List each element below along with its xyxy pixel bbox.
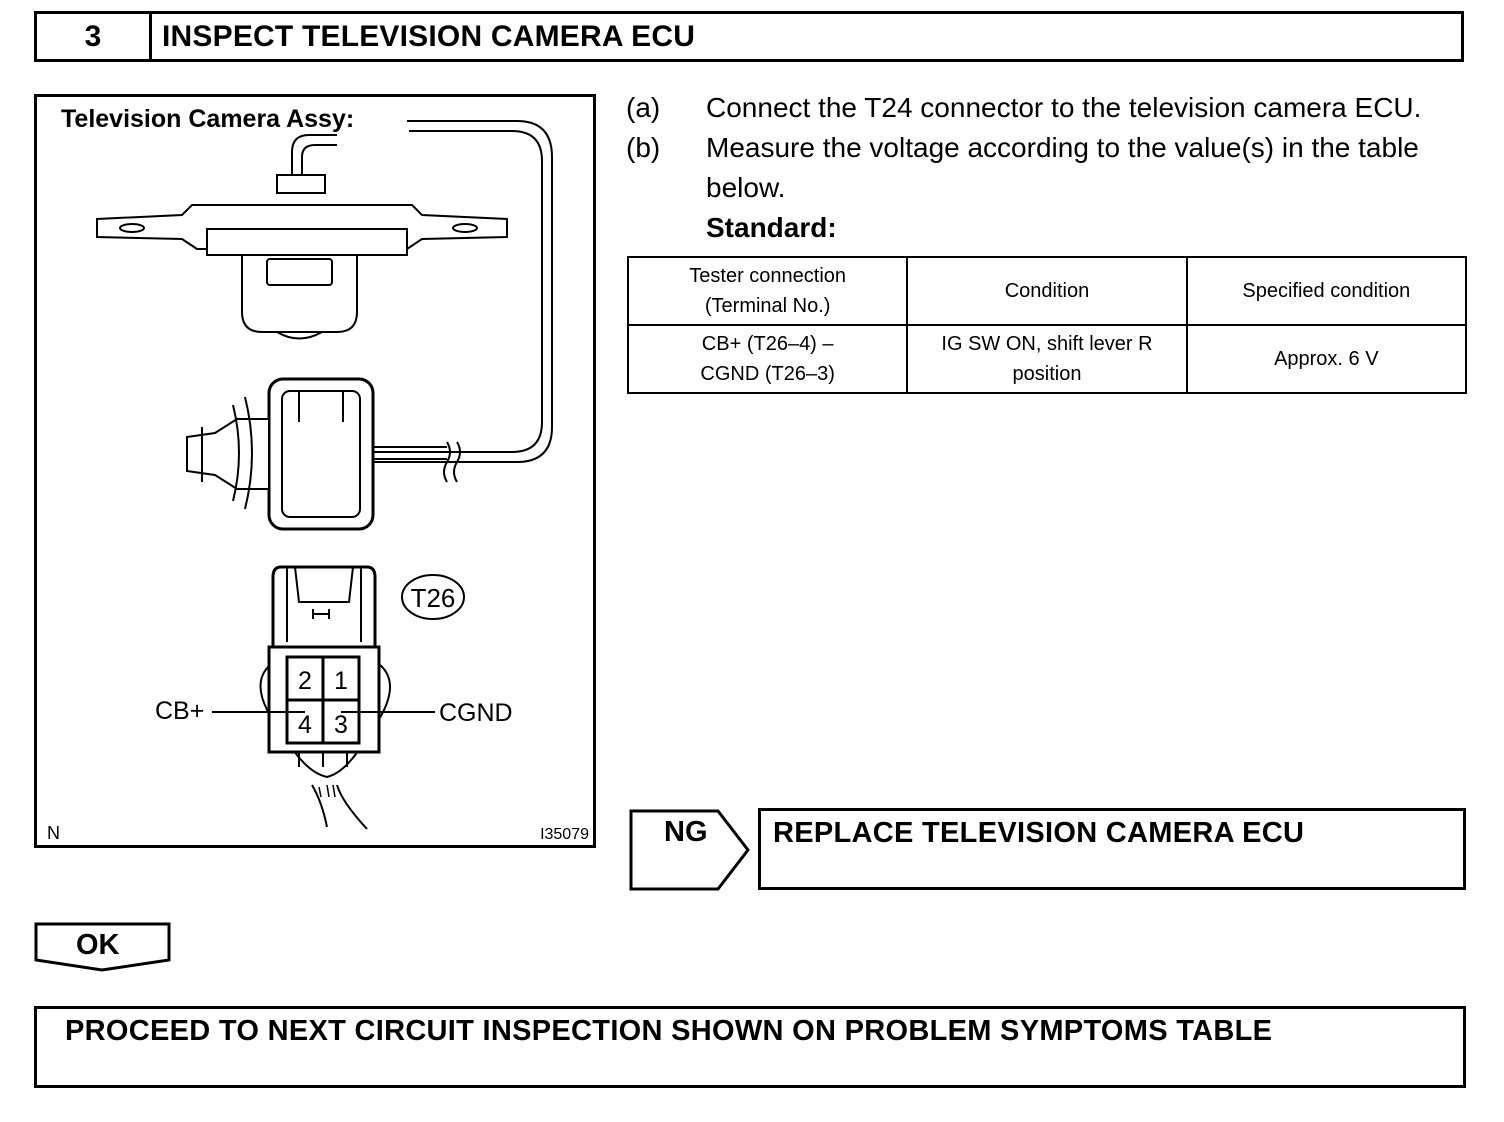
pin-1: 1 <box>334 667 348 695</box>
ng-action-box: REPLACE TELEVISION CAMERA ECU <box>758 808 1466 890</box>
instruction-label: (b) <box>626 132 661 163</box>
leader-line <box>367 120 553 463</box>
instruction-b: (b) Measure the voltage according to the… <box>626 128 1486 208</box>
t26-label: T26 <box>411 583 456 613</box>
table-cell: Approx. 6 V <box>1185 324 1468 394</box>
spec-table: Tester connection (Terminal No.) Conditi… <box>626 256 1468 394</box>
t26-connector-top <box>271 565 377 657</box>
pin-3: 3 <box>334 711 348 739</box>
step-title: INSPECT TELEVISION CAMERA ECU <box>162 20 696 53</box>
ng-label: NG <box>664 816 708 848</box>
step-header: 3 INSPECT TELEVISION CAMERA ECU <box>34 11 1464 62</box>
cgnd-label: CGND <box>439 699 513 727</box>
camera-connector <box>267 377 375 531</box>
camera-illustration: Television Camera Assy: <box>34 94 596 848</box>
corner-label-left: N <box>47 823 60 843</box>
instruction-a: (a) Connect the T24 connector to the tel… <box>626 88 1486 128</box>
final-action-box: PROCEED TO NEXT CIRCUIT INSPECTION SHOWN… <box>34 1006 1466 1088</box>
final-action-text: PROCEED TO NEXT CIRCUIT INSPECTION SHOWN… <box>65 1015 1273 1047</box>
instruction-text-continued: below. <box>706 172 786 203</box>
instruction-text: Measure the voltage according to the val… <box>706 132 1419 163</box>
table-header: Specified condition <box>1185 256 1468 326</box>
pin-4: 4 <box>298 711 312 739</box>
ok-arrow-icon <box>34 922 171 972</box>
table-row: CB+ (T26–4) – CGND (T26–3) IG SW ON, shi… <box>626 324 1468 394</box>
ng-arrow-icon <box>629 809 750 891</box>
table-header-row: Tester connection (Terminal No.) Conditi… <box>626 256 1468 326</box>
cb-plus-label: CB+ <box>155 697 204 725</box>
instruction-text: Connect the T24 connector to the televis… <box>706 92 1422 123</box>
table-cell: CB+ (T26–4) – CGND (T26–3) <box>626 324 909 394</box>
instruction-label: (a) <box>626 92 661 123</box>
illustration-title: Television Camera Assy: <box>61 105 354 133</box>
ng-action-text: REPLACE TELEVISION CAMERA ECU <box>773 817 1305 849</box>
ok-label: OK <box>76 929 120 961</box>
standard-label: Standard: <box>706 212 837 243</box>
table-header: Tester connection (Terminal No.) <box>626 256 909 326</box>
figure-id: I35079 <box>540 826 589 843</box>
table-cell: IG SW ON, shift lever R position <box>906 324 1188 394</box>
camera-drawing: Television Camera Assy: <box>47 105 589 843</box>
table-header: Condition <box>906 256 1188 326</box>
pin-2: 2 <box>298 667 312 695</box>
step-number: 3 <box>37 14 152 59</box>
